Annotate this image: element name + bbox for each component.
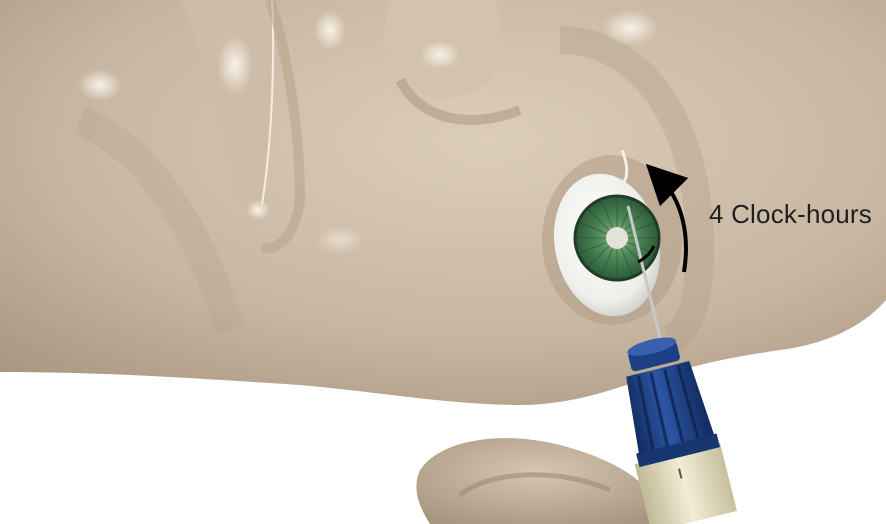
clock-hours-label: 4 Clock-hours — [709, 199, 872, 230]
pupil — [606, 227, 628, 249]
